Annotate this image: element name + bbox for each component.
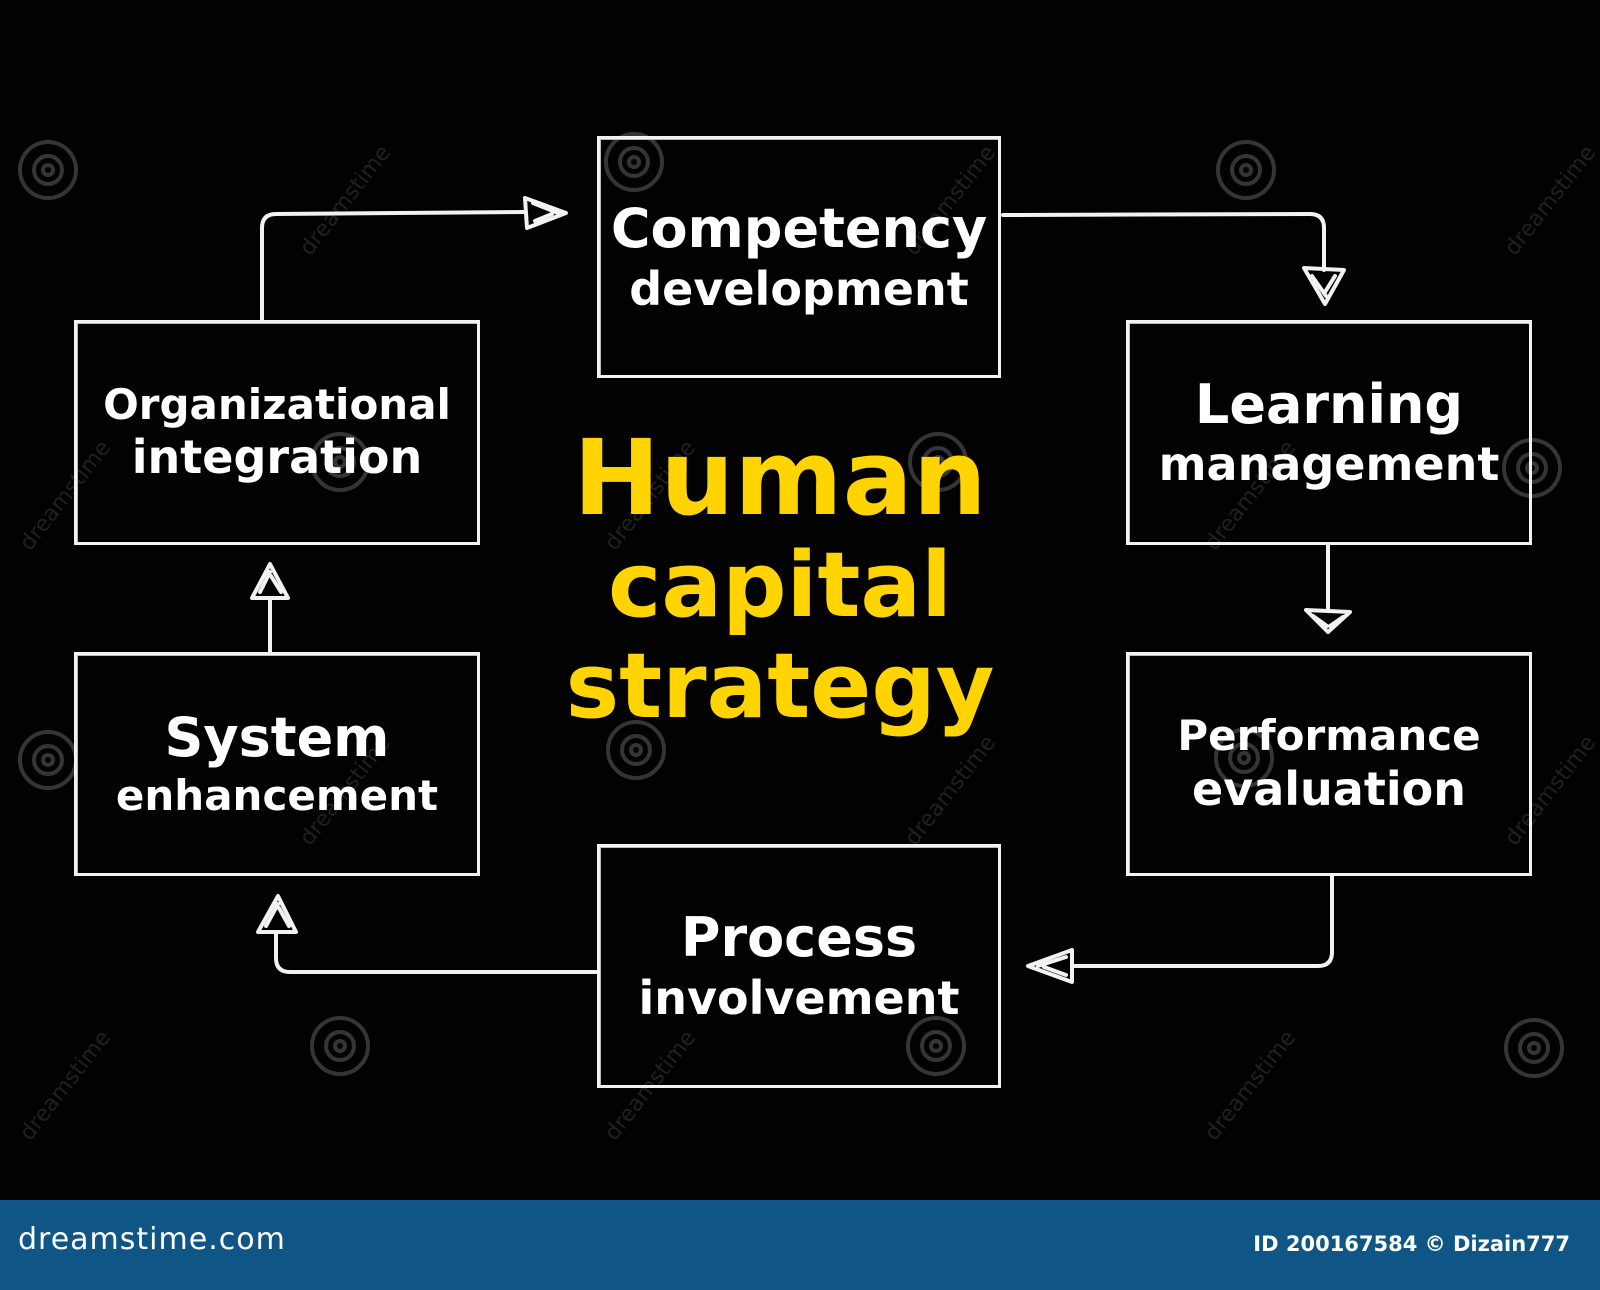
- watermark-spiral-icon: [1214, 728, 1274, 788]
- node-label-line2: evaluation: [1192, 761, 1466, 816]
- node-label-line2: involvement: [638, 970, 960, 1025]
- connector-process-to-system: [274, 930, 598, 974]
- node-process-involvement: Process involvement: [597, 844, 1001, 1088]
- node-label-line1: Performance: [1177, 711, 1481, 761]
- watermark-spiral-icon: [1502, 438, 1562, 498]
- watermark-spiral-icon: [18, 140, 78, 200]
- watermark-spiral-icon: [604, 132, 664, 192]
- node-label-line2: enhancement: [115, 771, 439, 821]
- watermark-spiral-icon: [606, 720, 666, 780]
- connector-organizational-to-competency: [260, 210, 527, 322]
- stock-footer-bar: dreamstime.com ID 200167584 © Dizain777: [0, 1200, 1600, 1290]
- node-competency-development: Competency development: [597, 136, 1001, 378]
- arrowhead-system: [256, 894, 298, 934]
- flow-connectors: [250, 196, 1352, 984]
- node-label-line1: Organizational: [103, 379, 451, 429]
- title-line2: capital: [608, 533, 952, 639]
- arrowhead-performance: [1304, 608, 1352, 634]
- node-label-line1: Process: [680, 906, 918, 969]
- footer-credit: ID 200167584 © Dizain777: [1253, 1232, 1570, 1256]
- node-system-enhancement: System enhancement: [74, 652, 480, 876]
- central-title: Human capital strategy: [520, 420, 1040, 738]
- watermark-spiral-icon: [1504, 1018, 1564, 1078]
- node-learning-management: Learning management: [1126, 320, 1532, 545]
- arrowhead-competency: [523, 196, 568, 230]
- connector-competency-to-learning: [1001, 212, 1326, 272]
- connector-performance-to-process: [1070, 874, 1334, 968]
- node-label-line1: Competency: [610, 197, 988, 260]
- diagram-canvas: dreamstime dreamstime dreamstime dreamst…: [15, 132, 1600, 1146]
- node-label-line2: management: [1158, 437, 1500, 492]
- node-performance-evaluation: Performance evaluation: [1126, 652, 1532, 876]
- arrowhead-process: [1026, 948, 1074, 984]
- watermark-spiral-icon: [1216, 140, 1276, 200]
- node-organizational-integration: Organizational integration: [74, 320, 480, 545]
- node-label-line1: Learning: [1194, 372, 1464, 436]
- footer-brand[interactable]: dreamstime.com: [18, 1222, 286, 1257]
- title-line1: Human: [573, 417, 987, 539]
- node-label-line2: integration: [131, 430, 423, 485]
- arrowhead-learning: [1302, 266, 1346, 306]
- title-line3: strategy: [565, 634, 995, 740]
- watermark-spiral-icon: [906, 1016, 966, 1076]
- watermark-spiral-icon: [310, 432, 370, 492]
- watermark-spiral-icon: [908, 432, 968, 492]
- node-label-line2: development: [629, 261, 969, 316]
- watermark-spiral-icon: [310, 1016, 370, 1076]
- arrowhead-organizational: [250, 562, 290, 600]
- node-label-line1: System: [164, 706, 390, 770]
